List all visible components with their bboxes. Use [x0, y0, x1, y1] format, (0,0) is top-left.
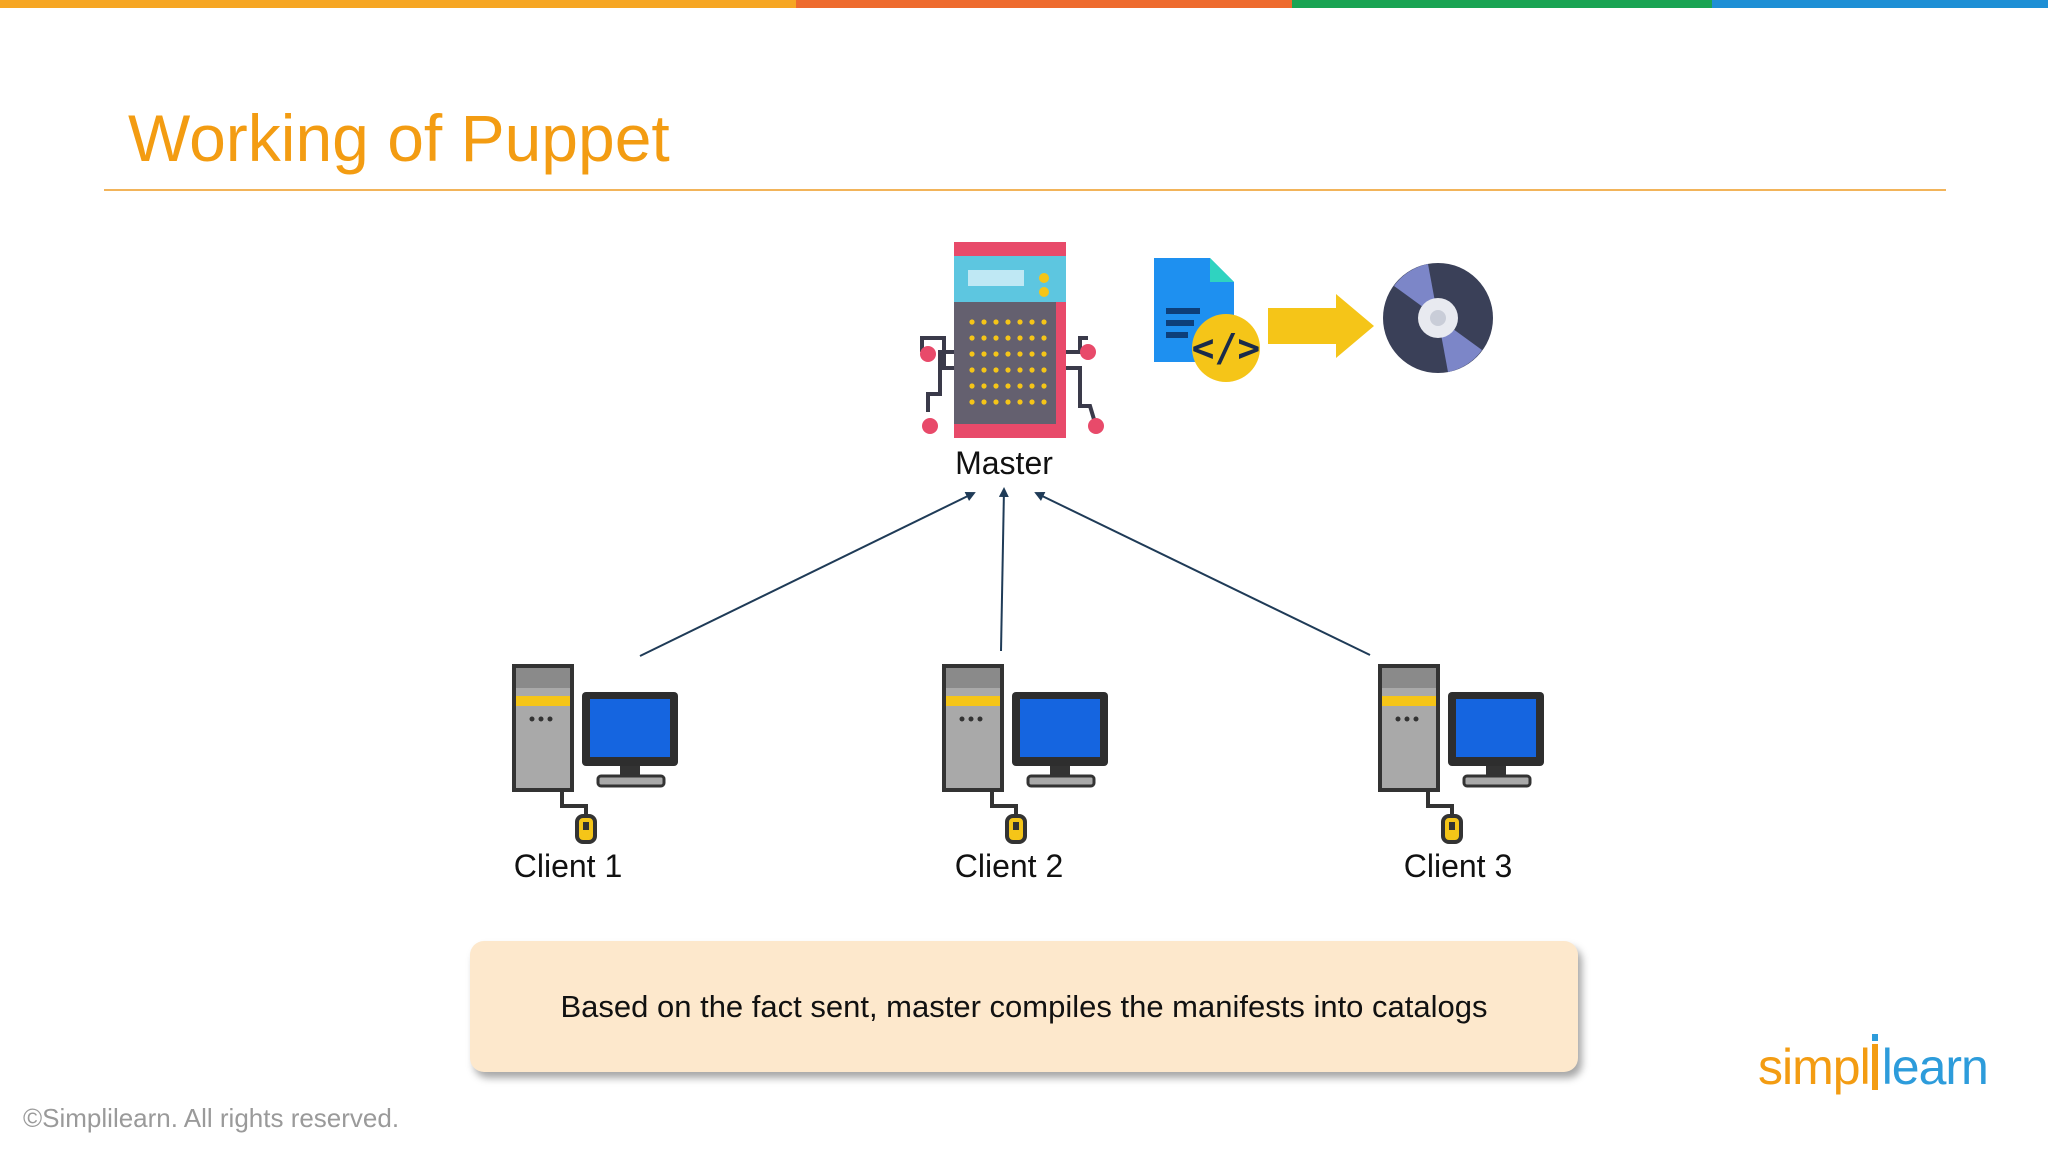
logo-part-simpl: simpl	[1758, 1039, 1871, 1095]
desktop-computer-icon	[1378, 664, 1546, 844]
logo-part-learn: learn	[1881, 1039, 1989, 1095]
arrow-client1-to-master	[639, 492, 976, 657]
description-callout: Based on the fact sent, master compiles …	[470, 941, 1578, 1072]
desktop-computer-icon	[942, 664, 1110, 844]
client-2-label: Client 2	[954, 848, 1064, 884]
top-bar-segment-red	[796, 0, 1292, 8]
top-bar-segment-blue	[1712, 0, 2048, 8]
top-bar-segment-green	[1292, 0, 1712, 8]
client-3-label: Client 3	[1403, 848, 1513, 884]
client-1-label: Client 1	[513, 848, 623, 884]
master-label: Master	[955, 445, 1053, 481]
svg-text:</>: </>	[1192, 326, 1261, 370]
top-bar-segment-orange	[0, 0, 796, 8]
arrow-client3-to-master	[1034, 491, 1371, 656]
code-file-icon: </>	[1154, 258, 1260, 382]
server-icon	[920, 242, 1104, 438]
slide-title: Working of Puppet	[128, 101, 670, 175]
arrow-right-icon	[1268, 294, 1374, 358]
disc-icon	[1383, 263, 1493, 373]
arrow-client2-to-master	[998, 487, 1009, 652]
callout-text: Based on the fact sent, master compiles …	[560, 988, 1488, 1024]
top-color-bar	[0, 0, 2048, 8]
copyright-text: ©Simplilearn. All rights reserved.	[23, 1103, 400, 1133]
desktop-computer-icon	[512, 664, 680, 844]
title-divider	[104, 189, 1946, 191]
logo-i-mark	[1871, 1034, 1878, 1090]
